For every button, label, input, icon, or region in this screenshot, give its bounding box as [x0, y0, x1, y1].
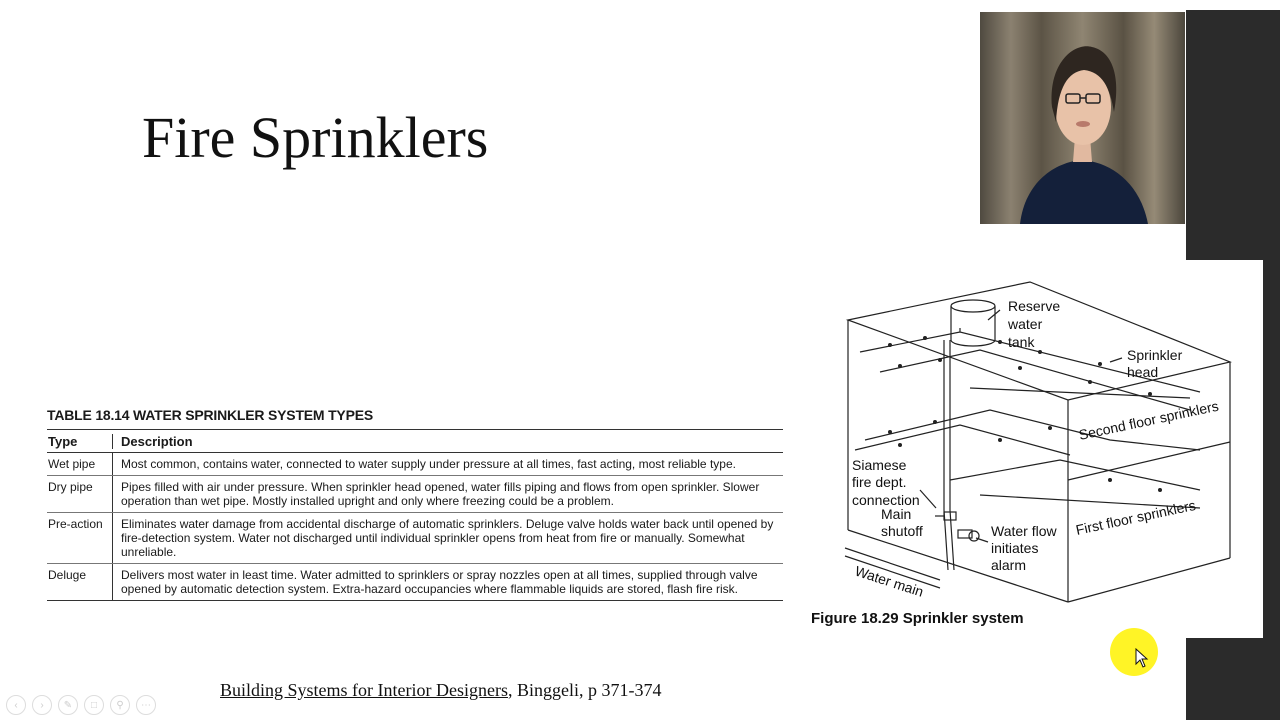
more-icon[interactable]: ⋯ [136, 695, 156, 715]
chevron-left-icon[interactable]: ‹ [6, 695, 26, 715]
figure-caption: Figure 18.29 Sprinkler system [811, 610, 1024, 627]
header-type: Type [47, 434, 113, 449]
table-row: Wet pipe Most common, contains water, co… [47, 453, 783, 476]
label-reserve: tank [1008, 334, 1035, 350]
source-book-title: Building Systems for Interior Designers [220, 680, 508, 700]
label-sprinkler-head: Sprinkler [1127, 347, 1183, 363]
label-water-main: Water main [853, 563, 926, 600]
row-type: Deluge [47, 564, 113, 600]
label-first-floor: First floor sprinklers [1074, 497, 1197, 538]
row-type: Pre-action [47, 513, 113, 563]
slide-controls: ‹ › ✎ □ ⚲ ⋯ [6, 695, 156, 715]
source-citation: Building Systems for Interior Designers,… [220, 680, 661, 701]
sidebar-top-strip [1186, 0, 1280, 10]
mouse-cursor-icon [1135, 648, 1149, 668]
table-header-row: Type Description [47, 430, 783, 453]
table-caption: TABLE 18.14 WATER SPRINKLER SYSTEM TYPES [47, 407, 373, 423]
table-row: Pre-action Eliminates water damage from … [47, 513, 783, 564]
row-type: Wet pipe [47, 453, 113, 475]
header-description: Description [121, 434, 193, 449]
table-row: Dry pipe Pipes filled with air under pre… [47, 476, 783, 513]
slide-title: Fire Sprinklers [142, 105, 489, 170]
label-siamese: connection [852, 492, 920, 508]
label-water-flow: alarm [991, 557, 1026, 573]
row-type: Dry pipe [47, 476, 113, 512]
label-main-shutoff: Main [881, 506, 911, 522]
label-second-floor: Second floor sprinklers [1077, 398, 1220, 443]
chevron-right-icon[interactable]: › [32, 695, 52, 715]
table-top-rule [47, 429, 783, 430]
label-water-flow: initiates [991, 540, 1038, 556]
row-description: Pipes filled with air under pressure. Wh… [121, 480, 760, 508]
figure-panel [796, 260, 1263, 638]
zoom-icon[interactable]: ⚲ [110, 695, 130, 715]
presenter-webcam [980, 12, 1185, 224]
row-description: Eliminates water damage from accidental … [121, 517, 774, 559]
row-description: Most common, contains water, connected t… [121, 457, 736, 471]
cursor-highlight [1110, 628, 1158, 676]
label-siamese: Siamese [852, 457, 907, 473]
copy-icon[interactable]: □ [84, 695, 104, 715]
row-description: Delivers most water in least time. Water… [121, 568, 758, 596]
label-reserve: water [1007, 316, 1043, 332]
presenter-video [980, 12, 1185, 224]
sprinkler-types-table: TABLE 18.14 WATER SPRINKLER SYSTEM TYPES… [47, 407, 783, 601]
label-siamese: fire dept. [852, 474, 906, 490]
pen-icon[interactable]: ✎ [58, 695, 78, 715]
sprinkler-diagram: Reserve water tank Sprinkler head Second… [844, 281, 1232, 603]
table-row: Deluge Delivers most water in least time… [47, 564, 783, 601]
label-sprinkler-head: head [1127, 364, 1158, 380]
label-main-shutoff: shutoff [881, 523, 923, 539]
label-reserve: Reserve [1008, 298, 1060, 314]
source-details: , Binggeli, p 371-374 [507, 680, 662, 700]
label-water-flow: Water flow [991, 523, 1057, 539]
